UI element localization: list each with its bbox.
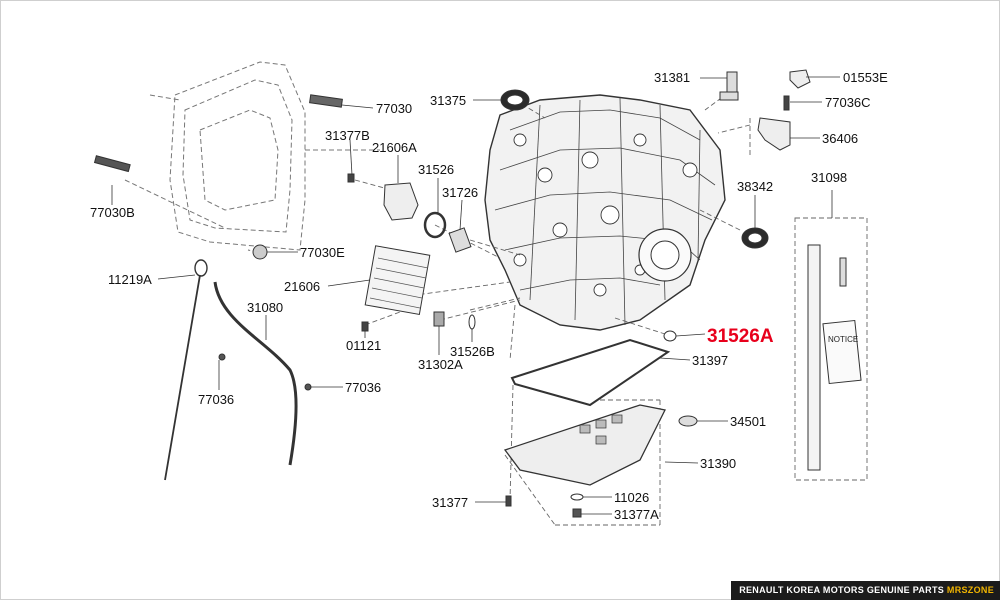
label-77036-left: 77036: [198, 392, 234, 407]
oring-31526-shape: [423, 211, 447, 239]
label-38342: 38342: [737, 179, 773, 194]
label-11026: 11026: [614, 490, 649, 505]
dipstick-11219A-shape: [164, 274, 201, 481]
label-21606A: 21606A: [372, 140, 417, 155]
filter-31726-shape: [448, 227, 472, 253]
clip-01553E-shape: [789, 69, 811, 89]
notice-card-shape: [822, 319, 862, 385]
bolt-77030-shape: [309, 94, 343, 108]
bolt-77036C-shape: [783, 95, 790, 111]
plug-31377A-shape: [572, 508, 582, 518]
part-shapes: [93, 69, 862, 518]
label-31375: 31375: [430, 93, 466, 108]
label-31390: 31390: [700, 456, 736, 471]
label-77030: 77030: [376, 101, 412, 116]
label-77036-right: 77036: [345, 380, 381, 395]
dipstick-31098-shape: [807, 244, 821, 471]
label-77030B: 77030B: [90, 205, 135, 220]
label-34501: 34501: [730, 414, 766, 429]
part-labels: 01553E 31381 77036C 36406 31375 77030 31…: [90, 70, 888, 522]
label-31377B: 31377B: [325, 128, 370, 143]
fitting-31381-shape: [726, 71, 738, 95]
label-21606: 21606: [284, 279, 320, 294]
magnet-34501-shape: [678, 415, 698, 427]
label-01121: 01121: [346, 338, 381, 353]
label-31381: 31381: [654, 70, 690, 85]
bracket-36406-shape: [757, 117, 791, 151]
label-31377: 31377: [432, 495, 468, 510]
bolt-31377B-shape: [347, 173, 355, 183]
bell-housing-outline: [124, 61, 380, 251]
label-31302A: 31302A: [418, 357, 463, 372]
label-31098: 31098: [811, 170, 847, 185]
label-31397: 31397: [692, 353, 728, 368]
cooler-21606-shape: [364, 245, 431, 315]
label-31526B: 31526B: [450, 344, 495, 359]
nut-77030E-shape: [252, 244, 268, 260]
transmission-case: [484, 94, 726, 331]
gasket-31397-shape: [510, 338, 671, 407]
footer-text: RENAULT KOREA MOTORS GENUINE PARTS: [739, 585, 945, 595]
footer-brand: MRSZONE: [946, 585, 994, 595]
label-31526: 31526: [418, 162, 454, 177]
tube-31080-shape: [213, 281, 298, 466]
bolt-01121-shape: [361, 321, 369, 332]
adapter-21606A-shape: [383, 182, 419, 221]
dipstick-kit-box: [794, 217, 868, 481]
oilpan-31390-shape: [503, 404, 666, 486]
plug-31302A-shape: [433, 311, 445, 327]
label-77036C: 77036C: [825, 95, 871, 110]
label-31080: 31080: [247, 300, 283, 315]
assembly-lines: [247, 92, 751, 526]
label-31526A-highlighted: 31526A: [707, 326, 774, 347]
label-77030E: 77030E: [300, 245, 345, 260]
label-36406: 36406: [822, 131, 858, 146]
label-11219A: 11219A: [108, 272, 152, 287]
washer-11026-shape: [570, 493, 584, 501]
label-31726: 31726: [442, 185, 478, 200]
label-01553E: 01553E: [843, 70, 888, 85]
label-31377A: 31377A: [614, 507, 659, 522]
oring-31526A-shape: [663, 330, 677, 342]
bolt-31377-shape: [505, 495, 512, 507]
stud-77030B-shape: [93, 155, 131, 173]
footer-banner: RENAULT KOREA MOTORS GENUINE PARTS MRSZO…: [731, 581, 1000, 600]
oring-31526B-shape: [468, 314, 476, 330]
leader-lines: [111, 76, 840, 515]
notice-card-label: NOTICE: [828, 335, 858, 344]
